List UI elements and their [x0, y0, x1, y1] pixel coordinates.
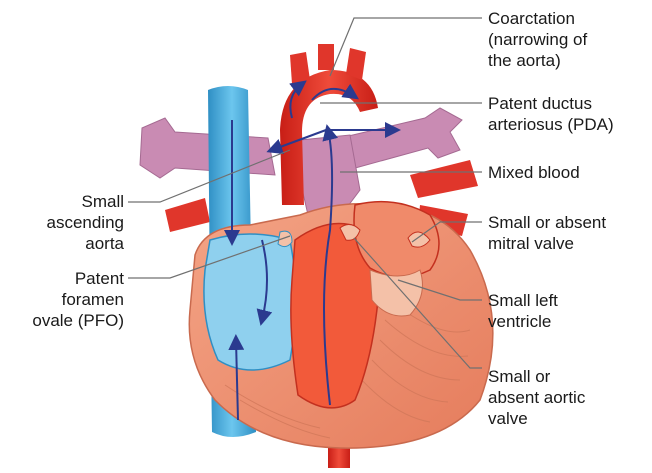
right-atrium	[204, 234, 300, 370]
label-mixed-blood: Mixed blood	[488, 162, 580, 183]
label-pda: Patent ductus arteriosus (PDA)	[488, 93, 614, 135]
label-aortic-valve: Small or absent aortic valve	[488, 366, 585, 429]
label-small-ascending-aorta: Small ascending aorta	[46, 191, 124, 254]
label-pfo: Patent foramen ovale (PFO)	[32, 268, 124, 331]
head-vessel-1	[290, 52, 310, 84]
pulmonary-artery-left	[140, 118, 275, 178]
right-pulmonary-vein	[410, 160, 478, 198]
left-pulmonary-vein	[165, 198, 210, 232]
pulmonary-artery-right	[340, 108, 462, 170]
head-vessel-2	[318, 44, 334, 70]
label-coarctation: Coarctation (narrowing of the aorta)	[488, 8, 587, 71]
label-left-ventricle: Small left ventricle	[488, 290, 558, 332]
label-mitral-valve: Small or absent mitral valve	[488, 212, 606, 254]
